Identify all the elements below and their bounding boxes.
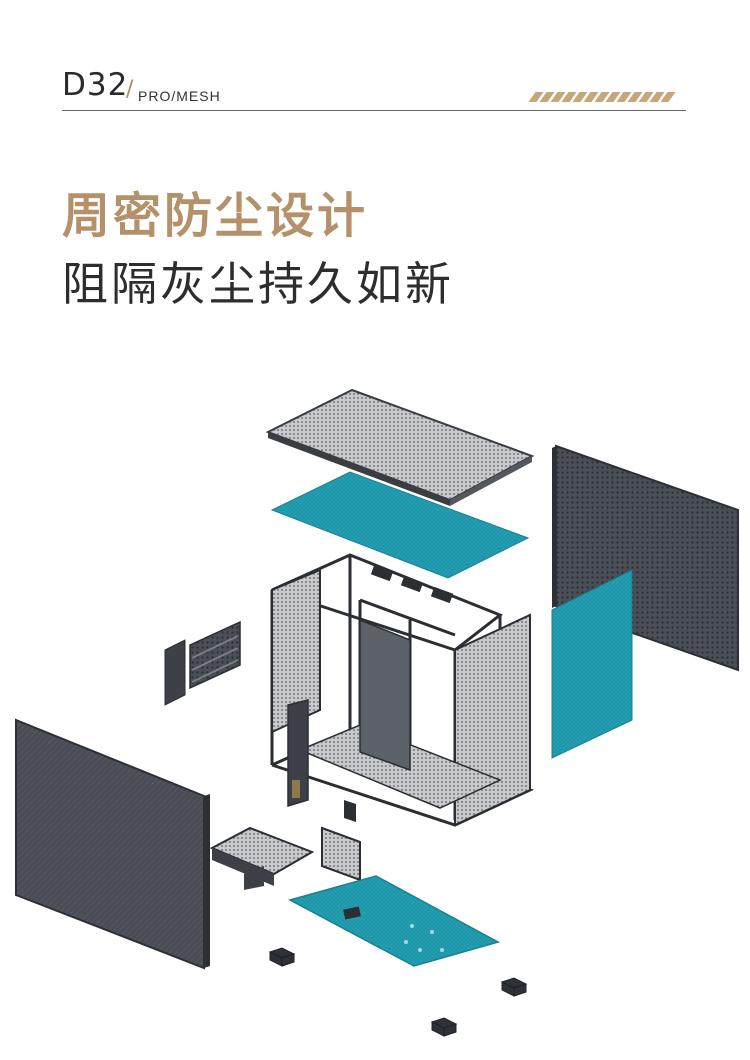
headline-title: 周密防尘设计	[62, 188, 369, 244]
motherboard-tray-icon	[359, 618, 411, 772]
page-header: D32 / PRO/MESH	[62, 64, 686, 112]
pcie-bracket-icon	[164, 620, 241, 706]
top-panel-icon	[265, 388, 535, 506]
small-bracket-icon	[321, 800, 361, 882]
left-side-panel-icon	[15, 718, 210, 970]
exploded-case-diagram-icon	[15, 388, 739, 1037]
header-divider	[62, 110, 686, 111]
brand-model: D32	[62, 67, 129, 103]
headline-subtitle: 阻隔灰尘持久如新	[62, 257, 454, 311]
top-fan-cutouts-icon	[370, 564, 454, 604]
drive-tray-icon	[209, 826, 315, 890]
left-mesh-panel-icon	[271, 568, 321, 734]
top-dust-filter-icon	[270, 471, 530, 579]
side-dust-filter-icon	[551, 569, 633, 759]
brand-separator: /	[126, 77, 134, 102]
riser-bracket-icon	[287, 699, 309, 808]
decorative-stripes	[528, 92, 686, 102]
brand-variant: PRO/MESH	[138, 88, 221, 104]
bottom-dust-filter-icon	[287, 875, 500, 967]
case-feet-icon	[268, 947, 528, 1037]
